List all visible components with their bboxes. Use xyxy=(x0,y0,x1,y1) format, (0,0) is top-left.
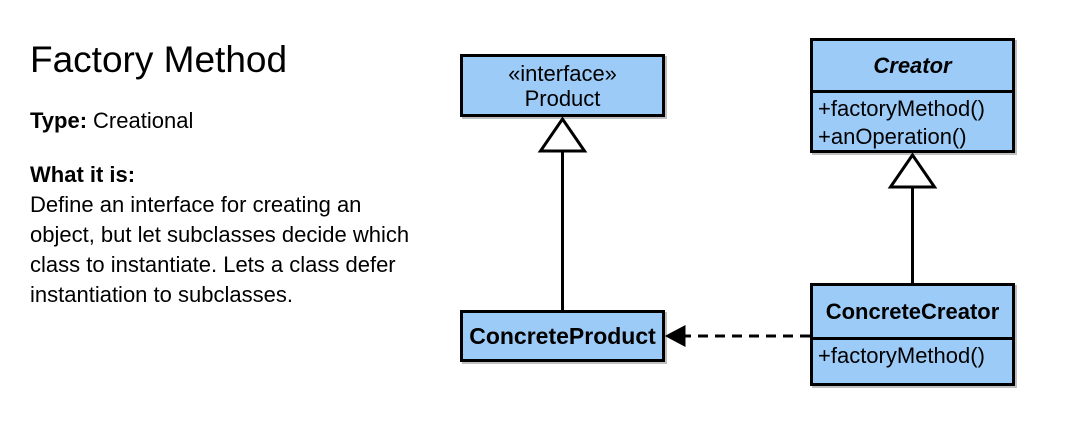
inheritance-arrow-product-icon xyxy=(537,116,588,310)
class-box-product: «interface» Product xyxy=(460,54,665,117)
class-box-concrete-product: ConcreteProduct xyxy=(460,310,665,362)
what-it-is-label: What it is: xyxy=(30,162,136,187)
methods-compartment: +factoryMethod() +anOperation() xyxy=(813,93,1012,153)
class-box-concrete-creator: ConcreteCreator +factoryMethod() xyxy=(810,283,1015,386)
description-line: instantiation to subclasses. xyxy=(30,282,293,307)
method-label: +anOperation() xyxy=(818,124,967,149)
dependency-arrow-icon xyxy=(664,325,810,347)
class-name: ConcreteProduct xyxy=(469,322,656,349)
inheritance-arrow-creator-icon xyxy=(887,152,938,283)
stereotype-label: «interface» xyxy=(508,60,617,86)
description-line: Define an interface for creating an xyxy=(30,192,362,217)
type-line: Type:Creational xyxy=(30,108,193,134)
description: What it is: Define an interface for crea… xyxy=(30,160,409,310)
description-line: object, but let subclasses decide which xyxy=(30,222,410,247)
class-name: ConcreteCreator xyxy=(813,286,1012,340)
type-label: Type: xyxy=(30,108,88,133)
page-title: Factory Method xyxy=(30,39,288,80)
type-value: Creational xyxy=(93,108,194,133)
class-name: Creator xyxy=(813,41,1012,93)
class-box-creator: Creator +factoryMethod() +anOperation() xyxy=(810,38,1015,153)
method-label: +factoryMethod() xyxy=(818,343,985,368)
methods-compartment: +factoryMethod() xyxy=(813,340,1012,372)
description-line: class to instantiate. Lets a class defer xyxy=(30,252,396,277)
class-name: Product xyxy=(524,85,601,111)
method-label: +factoryMethod() xyxy=(818,96,985,121)
